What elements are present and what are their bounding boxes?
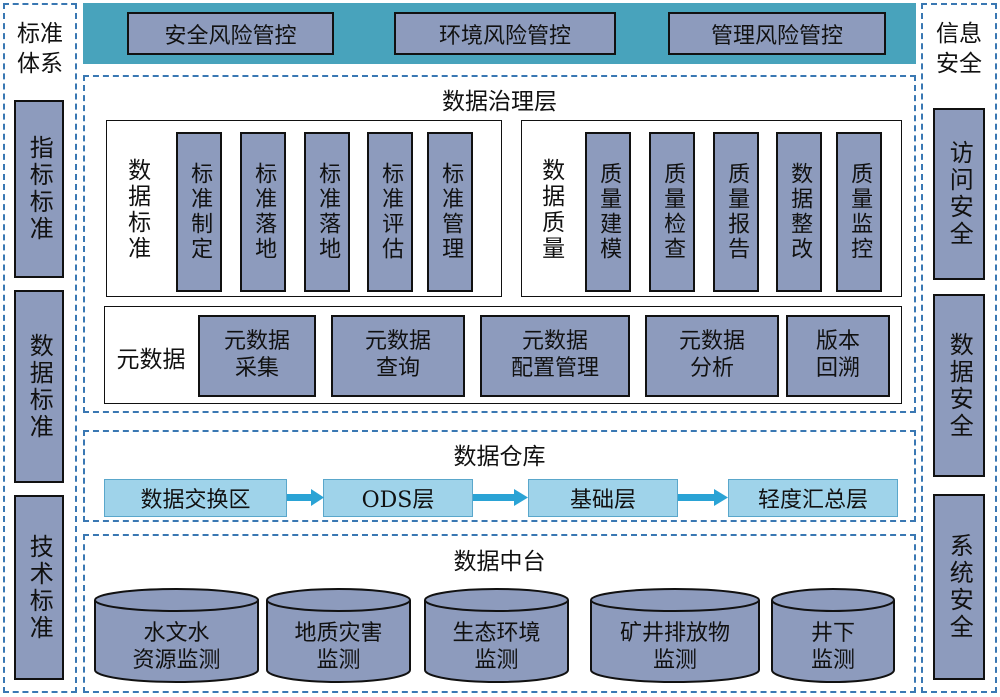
right-column-title: 信息 安全: [923, 20, 995, 80]
standard-item-2[interactable]: 标准落地: [304, 132, 350, 292]
right-item-2[interactable]: 系统安全: [933, 494, 985, 680]
right-column-title-text: 信息 安全: [936, 21, 982, 77]
metadata-label: 元数据: [116, 347, 186, 373]
database-cylinder-icon: [266, 588, 411, 683]
platform-item-label: 生态环境 监测: [452, 620, 541, 674]
left-column-title: 标准 体系: [5, 20, 75, 80]
standard-item-0[interactable]: 标准制定: [176, 132, 222, 292]
left-column: [3, 3, 77, 693]
metadata-item-4[interactable]: 版本 回溯: [786, 315, 890, 397]
quality-item-3[interactable]: 数据整改: [776, 132, 822, 292]
warehouse-item-0[interactable]: 数据交换区: [104, 479, 287, 517]
platform-item-3[interactable]: 矿井排放物 监测: [590, 588, 760, 684]
left-item-2[interactable]: 技术标准: [14, 495, 64, 680]
arrow-icon: [287, 489, 728, 506]
database-cylinder-icon: [424, 588, 569, 683]
platform-item-2[interactable]: 生态环境 监测: [424, 588, 569, 684]
standard-item-3[interactable]: 标准评估: [367, 132, 413, 292]
governance-layer: [83, 75, 916, 413]
database-cylinder-icon: [590, 588, 760, 683]
standard-label: 数据标准: [123, 158, 150, 262]
platform-item-label: 水文水 资源监测: [132, 620, 221, 674]
platform-item-4[interactable]: 井下 监测: [771, 588, 895, 684]
metadata-item-1[interactable]: 元数据 查询: [331, 315, 465, 397]
metadata-item-3[interactable]: 元数据 分析: [645, 315, 779, 397]
governance-title: 数据治理层: [442, 89, 557, 115]
quality-label: 数据质量: [537, 158, 564, 262]
warehouse-item-2[interactable]: 基础层: [528, 479, 678, 517]
standard-item-4[interactable]: 标准管理: [427, 132, 473, 292]
left-column-title-text: 标准 体系: [17, 21, 63, 77]
right-item-0[interactable]: 访问安全: [933, 108, 985, 280]
right-column: [921, 3, 997, 693]
quality-item-4[interactable]: 质量监控: [836, 132, 882, 292]
platform-item-label: 矿井排放物 监测: [619, 620, 730, 674]
database-cylinder-icon: [94, 588, 259, 683]
platform-item-label: 井下 监测: [810, 620, 855, 674]
top-item-1[interactable]: 环境风险管控: [394, 12, 616, 55]
platform-item-1[interactable]: 地质灾害 监测: [266, 588, 411, 684]
top-item-0[interactable]: 安全风险管控: [127, 12, 334, 55]
left-item-1[interactable]: 数据标准: [14, 290, 64, 483]
quality-item-0[interactable]: 质量建模: [585, 132, 631, 292]
warehouse-title: 数据仓库: [453, 444, 546, 470]
database-cylinder-icon: [771, 588, 895, 683]
warehouse-item-3[interactable]: 轻度汇总层: [728, 479, 898, 517]
metadata-item-0[interactable]: 元数据 采集: [198, 315, 316, 397]
platform-title: 数据中台: [453, 549, 546, 575]
right-item-1[interactable]: 数据安全: [933, 294, 985, 477]
platform-item-0[interactable]: 水文水 资源监测: [94, 588, 259, 684]
warehouse-item-1[interactable]: ODS层: [323, 479, 473, 517]
metadata-item-2[interactable]: 元数据 配置管理: [480, 315, 630, 397]
standard-item-1[interactable]: 标准落地: [240, 132, 286, 292]
left-item-0[interactable]: 指标标准: [14, 100, 64, 278]
platform-layer: [83, 534, 916, 693]
platform-item-label: 地质灾害 监测: [294, 620, 383, 674]
quality-item-2[interactable]: 质量报告: [713, 132, 759, 292]
warehouse-layer: [83, 430, 916, 522]
quality-item-1[interactable]: 质量检查: [649, 132, 695, 292]
top-item-2[interactable]: 管理风险管控: [668, 12, 886, 55]
